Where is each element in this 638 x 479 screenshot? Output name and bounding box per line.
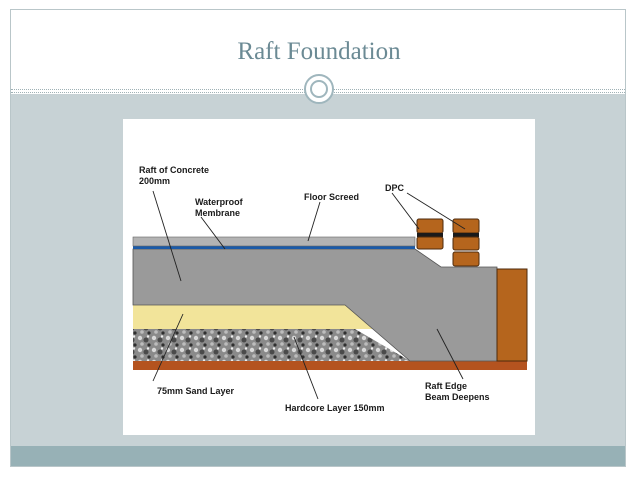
- circle-ornament-icon: [304, 74, 334, 104]
- dpc-strip: [417, 233, 443, 237]
- ground-strip: [133, 361, 527, 370]
- brick: [452, 236, 480, 251]
- footer-bar: [11, 446, 625, 466]
- waterproof-membrane: [133, 246, 415, 249]
- label-sand: 75mm Sand Layer: [157, 386, 235, 396]
- label-raft-edge: Raft Edge: [425, 381, 467, 391]
- label-raft-size: 200mm: [139, 176, 170, 186]
- label-beam-deepens: Beam Deepens: [425, 392, 490, 402]
- raft-foundation-diagram: Raft of Concrete 200mm Waterproof Membra…: [123, 119, 535, 435]
- label-membrane: Waterproof: [195, 197, 244, 207]
- label-hardcore: Hardcore Layer 150mm: [285, 403, 385, 413]
- label-membrane-2: Membrane: [195, 208, 240, 218]
- brick: [416, 218, 444, 234]
- leader-lines: [152, 190, 466, 400]
- floor-screed: [132, 236, 416, 247]
- title-area: Raft Foundation: [11, 10, 627, 90]
- hardcore-layer: [133, 329, 410, 361]
- slide-title: Raft Foundation: [237, 38, 401, 65]
- dpc-strip: [453, 233, 479, 237]
- brick: [452, 218, 480, 234]
- brick: [452, 251, 480, 267]
- edge-wall: [496, 268, 528, 362]
- label-dpc: DPC: [385, 183, 405, 193]
- label-screed: Floor Screed: [304, 192, 359, 202]
- brick: [416, 236, 444, 250]
- label-raft: Raft of Concrete: [139, 165, 209, 175]
- sand-layer: [133, 305, 380, 329]
